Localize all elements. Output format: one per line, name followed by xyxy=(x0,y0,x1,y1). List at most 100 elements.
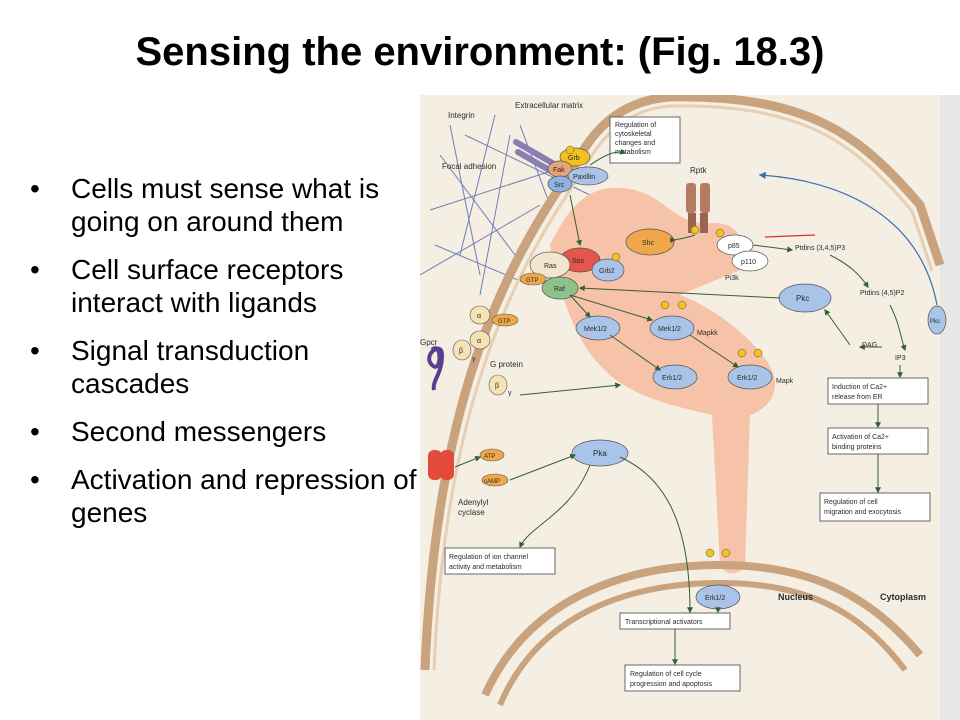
svg-text:Fak: Fak xyxy=(553,167,565,174)
bullet-list: Cells must sense what is going on around… xyxy=(30,172,420,544)
svg-text:Grb: Grb xyxy=(568,155,580,162)
gtp-node-galpha: GTP xyxy=(491,313,519,327)
integrin-label: Integrin xyxy=(448,111,475,120)
svg-text:Transcriptional activators: Transcriptional activators xyxy=(625,619,703,626)
dag-label: DAG xyxy=(862,342,877,349)
svg-text:Induction of Ca2+: Induction of Ca2+ xyxy=(832,384,887,391)
pkc-feedback-arrow xyxy=(758,171,938,306)
ion-channel-box: Regulation of ion channel activity and m… xyxy=(444,547,556,575)
svg-text:Regulation of: Regulation of xyxy=(615,122,656,129)
svg-text:Grb2: Grb2 xyxy=(599,268,615,275)
svg-text:ATP: ATP xyxy=(484,454,495,460)
svg-text:Pkc: Pkc xyxy=(930,319,940,325)
adenylyl-cyclase xyxy=(428,450,454,480)
cyclase-label: cyclase xyxy=(458,508,485,517)
svg-text:Regulation of cell cycle: Regulation of cell cycle xyxy=(630,671,702,678)
beta-subunit-1: β xyxy=(452,339,472,361)
grb2-node: Grb2 xyxy=(591,258,625,282)
bullet-item: Signal transduction cascades xyxy=(30,334,420,400)
adenylyl-label: Adenylyl xyxy=(458,498,488,507)
pathway-arrows xyxy=(454,148,907,666)
mapkk-label: Mapkk xyxy=(697,330,718,337)
pka-node: Pka xyxy=(571,439,629,467)
g-protein-label: G protein xyxy=(490,360,523,369)
nuclear-envelope-inner xyxy=(497,579,908,707)
signaling-diagram: Integrin Extracellular matrix Focal adhe… xyxy=(420,95,960,720)
transcriptional-activators-box: Transcriptional activators xyxy=(619,612,731,630)
gamma-label-2: γ xyxy=(508,390,512,397)
svg-text:Pkc: Pkc xyxy=(796,294,809,303)
ptdins-345-label: Ptdins (3,4,5)P3 xyxy=(795,245,845,252)
pten-inhibition-line xyxy=(764,234,816,238)
erk-node-1: Erk1/2 xyxy=(652,364,698,390)
p110-node: p110 xyxy=(731,250,769,272)
svg-text:progression and apoptosis: progression and apoptosis xyxy=(630,681,713,688)
erk-node-2: Erk1/2 xyxy=(727,364,773,390)
pkc-membrane-node: Pkc xyxy=(927,305,947,335)
plasma-membrane xyxy=(420,95,945,671)
pkc-node: Pkc xyxy=(778,283,832,313)
bullet-item: Cell surface receptors interact with lig… xyxy=(30,253,420,319)
svg-text:release from ER: release from ER xyxy=(832,394,883,401)
svg-text:changes and: changes and xyxy=(615,140,655,147)
ras-node: Ras xyxy=(529,251,571,279)
plasma-membrane-inner xyxy=(432,104,934,671)
migration-box: Regulation of cell migration and exocyto… xyxy=(819,492,931,522)
calcium-binding-box: Activation of Ca2+ binding proteins xyxy=(827,427,929,455)
mek-node-2: Mek1/2 xyxy=(649,315,695,341)
slide-title: Sensing the environment: (Fig. 18.3) xyxy=(135,30,825,74)
rptk-receptor xyxy=(686,183,710,233)
svg-text:p85: p85 xyxy=(728,243,740,250)
svg-text:Paxillin: Paxillin xyxy=(573,174,595,181)
svg-text:Ras: Ras xyxy=(544,263,557,270)
svg-text:Src: Src xyxy=(554,182,565,189)
nuclear-envelope xyxy=(481,560,924,697)
shc-node: Shc xyxy=(625,228,675,256)
erk-nucleus-node: Erk1/2 xyxy=(695,584,741,610)
svg-text:migration and exocytosis: migration and exocytosis xyxy=(824,509,902,516)
cytoskeletal-regulation-box: Regulation of cytoskeletal changes and m… xyxy=(609,116,681,164)
rptk-label: Rptk xyxy=(690,166,707,175)
cytoplasm-label: Cytoplasm xyxy=(880,592,926,602)
src-node: Src xyxy=(547,175,573,193)
svg-text:Mek1/2: Mek1/2 xyxy=(584,326,607,333)
svg-text:α: α xyxy=(477,313,481,320)
calcium-release-box: Induction of Ca2+ release from ER xyxy=(827,377,929,405)
nucleus-label: Nucleus xyxy=(778,592,813,602)
svg-text:β: β xyxy=(495,383,499,390)
svg-text:Activation of Ca2+: Activation of Ca2+ xyxy=(832,434,889,441)
ptdins-45-label: Ptdins (4,5)P2 xyxy=(860,290,904,297)
gpcr-label: Gpcr xyxy=(420,338,438,347)
svg-text:p110: p110 xyxy=(741,259,756,266)
focal-adhesion-label: Focal adhesion xyxy=(442,162,496,171)
paxillin-node: Paxillin xyxy=(567,166,609,186)
svg-text:metabolism: metabolism xyxy=(615,149,651,156)
alpha-subunit-2: α xyxy=(469,330,491,350)
svg-text:Mek1/2: Mek1/2 xyxy=(658,326,681,333)
gamma-label-1: γ xyxy=(472,356,476,363)
ip3-label: IP3 xyxy=(895,355,906,362)
gtp-node-ras: GTP xyxy=(519,272,547,286)
atp-node: ATP xyxy=(479,448,505,462)
svg-text:Regulation of cell: Regulation of cell xyxy=(824,499,878,506)
raf-node: Raf xyxy=(541,276,579,300)
svg-text:Shc: Shc xyxy=(642,240,655,247)
svg-text:cytoskeletal: cytoskeletal xyxy=(615,131,652,138)
pi3k-label: Pi3k xyxy=(725,275,739,282)
svg-text:Erk1/2: Erk1/2 xyxy=(737,375,757,382)
alpha-subunit-1: α xyxy=(469,305,491,325)
phosphate-markers xyxy=(565,145,763,558)
fak-node: Fak xyxy=(547,160,573,178)
svg-text:Raf: Raf xyxy=(554,286,565,293)
svg-text:β: β xyxy=(459,348,463,355)
svg-text:GTP: GTP xyxy=(498,319,510,325)
gpcr-receptor xyxy=(427,346,445,391)
bullet-item: Activation and repression of genes xyxy=(30,463,420,529)
ecm-label: Extracellular matrix xyxy=(515,101,583,110)
beta-subunit-2: β xyxy=(488,374,508,396)
svg-text:activity and metabolism: activity and metabolism xyxy=(449,564,522,571)
cell-cycle-box: Regulation of cell cycle progression and… xyxy=(624,664,741,692)
svg-text:Erk1/2: Erk1/2 xyxy=(705,595,725,602)
svg-text:Regulation of ion channel: Regulation of ion channel xyxy=(449,554,528,561)
bullet-item: Second messengers xyxy=(30,415,420,448)
